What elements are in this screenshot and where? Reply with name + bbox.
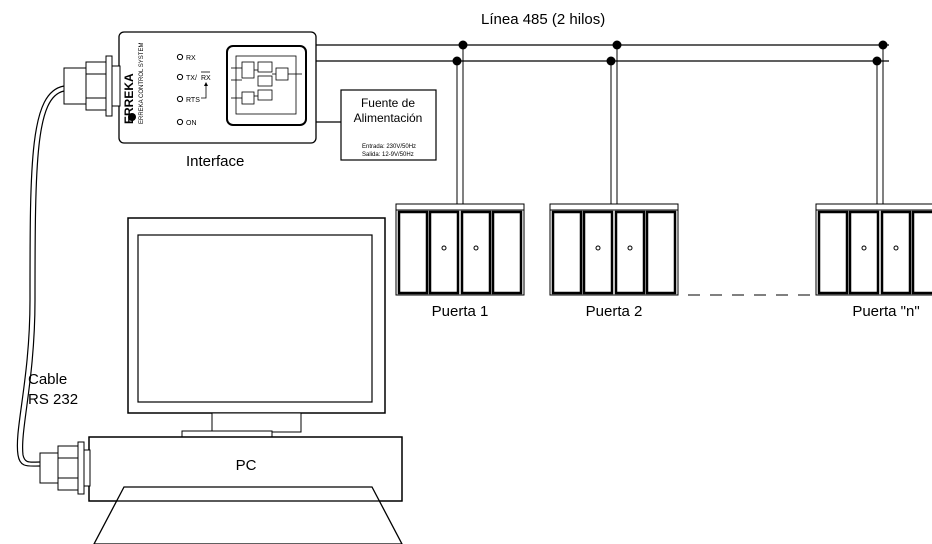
interface-brand: ERREKA ERREKA CONTROL SYSTEM — [122, 43, 145, 124]
junction-dot — [606, 56, 616, 66]
led-txrx-overline-label: RX — [201, 75, 211, 82]
power-title-line1: Fuente de — [361, 96, 415, 110]
brand-logo-icon — [128, 113, 136, 121]
led-indicators: RX TX/ RX RTS ON — [176, 53, 211, 127]
circuit-schematic-icon — [226, 45, 307, 126]
bus-label: Línea 485 (2 hilos) — [481, 11, 605, 28]
door-2-label: Puerta 2 — [586, 303, 643, 320]
door-1-label: Puerta 1 — [432, 303, 489, 320]
junction-dot — [452, 56, 462, 66]
power-supply-box: Fuente de Alimentación Entrada: 230V/50H… — [340, 89, 437, 161]
door-handle-icon — [627, 245, 633, 251]
cable-label-line1: Cable — [28, 371, 67, 388]
door-handle-icon — [473, 245, 479, 251]
led-on-icon — [176, 118, 184, 126]
led-rts-label: RTS — [186, 97, 200, 104]
door-handle-icon — [595, 245, 601, 251]
door-handle-icon — [441, 245, 447, 251]
rs232-cable — [16, 85, 65, 467]
door-n-label: Puerta "n" — [852, 303, 919, 320]
pc-label: PC — [236, 457, 257, 474]
junction-dot — [878, 40, 888, 50]
power-input-spec: Entrada: 230V/50Hz — [362, 144, 416, 150]
door-handle-icon — [861, 245, 867, 251]
junction-dot — [612, 40, 622, 50]
led-txrx-icon — [176, 73, 184, 81]
led-on-label: ON — [186, 120, 197, 127]
led-rx-label: RX — [186, 55, 196, 62]
rs485-bus — [316, 40, 889, 205]
junction-dot — [458, 40, 468, 50]
power-title-line2: Alimentación — [354, 111, 423, 125]
svg-text:ERREKA: ERREKA — [122, 73, 136, 124]
door-handle-icon — [893, 245, 899, 251]
door-2 — [549, 203, 679, 296]
db9-connector-icon — [39, 441, 91, 495]
pc-icon — [88, 436, 403, 544]
power-output-spec: Salida: 12-9V/50Hz — [362, 152, 414, 158]
junction-dot — [872, 56, 882, 66]
interface-box: ERREKA ERREKA CONTROL SYSTEM RX TX/ RX R… — [118, 31, 317, 144]
svg-text:ERREKA CONTROL SYSTEM: ERREKA CONTROL SYSTEM — [139, 43, 145, 124]
monitor-icon — [127, 217, 386, 438]
interface-label: Interface — [186, 153, 244, 170]
led-txrx-label: TX/ — [186, 75, 197, 82]
door-n — [815, 203, 932, 296]
led-rx-icon — [176, 53, 184, 61]
led-rts-icon — [176, 95, 184, 103]
door-1 — [395, 203, 525, 296]
db9-connector-icon — [63, 55, 121, 117]
cable-label-line2: RS 232 — [28, 391, 78, 408]
